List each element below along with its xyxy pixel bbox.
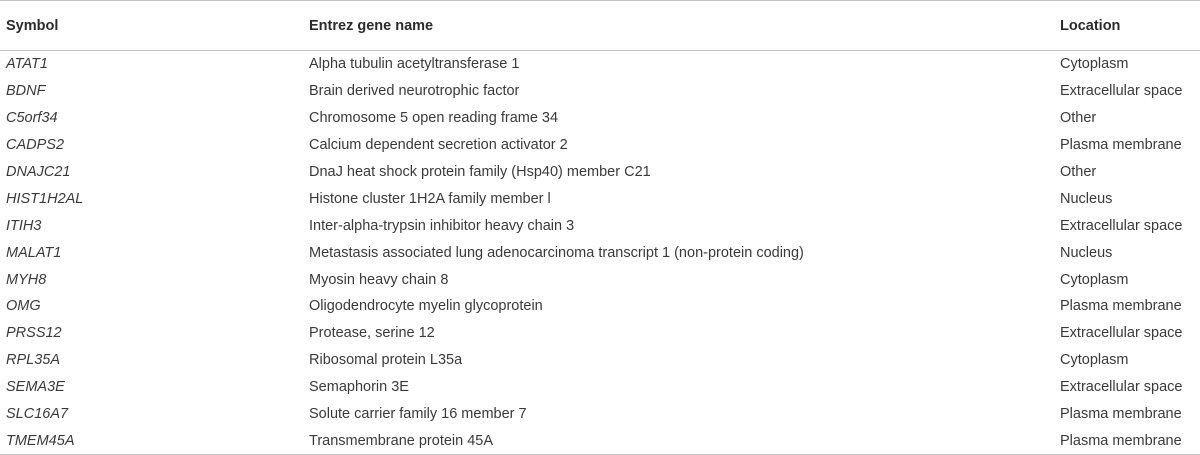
table-row: MYH8 Myosin heavy chain 8 Cytoplasm — [0, 266, 1200, 293]
cell-location: Plasma membrane — [1060, 406, 1182, 423]
header-row: Symbol Entrez gene name Location — [0, 0, 1200, 51]
header-gene-name: Entrez gene name — [303, 0, 1060, 51]
cell-symbol: MYH8 — [6, 271, 47, 288]
table-row: HIST1H2AL Histone cluster 1H2A family me… — [0, 185, 1200, 212]
cell-gene-name: Alpha tubulin acetyltransferase 1 — [309, 56, 520, 73]
cell-symbol: HIST1H2AL — [6, 190, 84, 207]
cell-location: Plasma membrane — [1060, 137, 1182, 154]
cell-gene-name: Protease, serine 12 — [309, 325, 435, 342]
table-row: MALAT1 Metastasis associated lung adenoc… — [0, 239, 1200, 266]
table-row: ATAT1 Alpha tubulin acetyltransferase 1 … — [0, 51, 1200, 78]
cell-location: Plasma membrane — [1060, 427, 1200, 455]
cell-gene-name: Myosin heavy chain 8 — [309, 271, 449, 288]
cell-location: Extracellular space — [1060, 217, 1183, 234]
cell-location: Cytoplasm — [1060, 56, 1129, 73]
header-location: Location — [1060, 0, 1200, 51]
cell-gene-name: Brain derived neurotrophic factor — [309, 83, 520, 100]
table-row: RPL35A Ribosomal protein L35a Cytoplasm — [0, 347, 1200, 374]
cell-symbol: BDNF — [6, 83, 46, 100]
table-row: OMG Oligodendrocyte myelin glycoprotein … — [0, 293, 1200, 320]
table-row: PRSS12 Protease, serine 12 Extracellular… — [0, 320, 1200, 347]
cell-symbol: ITIH3 — [6, 217, 42, 234]
table-row: CADPS2 Calcium dependent secretion activ… — [0, 132, 1200, 159]
cell-location: Nucleus — [1060, 190, 1113, 207]
table-row: C5orf34 Chromosome 5 open reading frame … — [0, 105, 1200, 132]
header-symbol: Symbol — [0, 0, 303, 51]
table-row: TMEM45A Transmembrane protein 45A Plasma… — [0, 427, 1200, 455]
cell-symbol: RPL35A — [6, 352, 61, 369]
cell-symbol: MALAT1 — [6, 244, 62, 261]
cell-symbol: PRSS12 — [6, 325, 62, 342]
table-header: Symbol Entrez gene name Location — [0, 0, 1200, 51]
cell-gene-name: Ribosomal protein L35a — [309, 352, 463, 369]
cell-symbol: CADPS2 — [6, 137, 65, 154]
table-row: DNAJC21 DnaJ heat shock protein family (… — [0, 159, 1200, 186]
cell-symbol: SEMA3E — [6, 379, 65, 396]
cell-location: Extracellular space — [1060, 83, 1183, 100]
cell-symbol: C5orf34 — [6, 110, 58, 127]
cell-gene-name: Inter-alpha-trypsin inhibitor heavy chai… — [309, 217, 575, 234]
cell-gene-name: Metastasis associated lung adenocarcinom… — [309, 244, 804, 261]
cell-symbol: ATAT1 — [6, 56, 48, 73]
cell-gene-name: Solute carrier family 16 member 7 — [309, 406, 527, 423]
table-row: SLC16A7 Solute carrier family 16 member … — [0, 401, 1200, 428]
cell-symbol: SLC16A7 — [6, 406, 69, 423]
cell-location: Cytoplasm — [1060, 352, 1129, 369]
cell-location: Other — [1060, 164, 1097, 180]
cell-gene-name: Transmembrane protein 45A — [303, 427, 1060, 455]
table-row: SEMA3E Semaphorin 3E Extracellular space — [0, 374, 1200, 401]
cell-symbol: TMEM45A — [0, 427, 303, 455]
cell-location: Nucleus — [1060, 244, 1113, 261]
cell-gene-name: DnaJ heat shock protein family (Hsp40) m… — [309, 164, 651, 180]
cell-symbol: DNAJC21 — [6, 164, 71, 180]
table-row: BDNF Brain derived neurotrophic factor E… — [0, 78, 1200, 105]
cell-gene-name: Chromosome 5 open reading frame 34 — [309, 110, 559, 127]
cell-location: Extracellular space — [1060, 325, 1183, 342]
cell-gene-name: Calcium dependent secretion activator 2 — [309, 137, 568, 154]
cell-location: Other — [1060, 110, 1097, 127]
cell-gene-name: Semaphorin 3E — [309, 379, 409, 396]
cell-location: Plasma membrane — [1060, 298, 1182, 315]
cell-symbol: OMG — [6, 298, 41, 315]
cell-gene-name: Oligodendrocyte myelin glycoprotein — [309, 298, 543, 315]
cell-gene-name: Histone cluster 1H2A family member l — [309, 190, 551, 207]
table-body: ATAT1 Alpha tubulin acetyltransferase 1 … — [0, 51, 1200, 455]
cell-location: Cytoplasm — [1060, 271, 1129, 288]
cell-location: Extracellular space — [1060, 379, 1183, 396]
table-row: ITIH3 Inter-alpha-trypsin inhibitor heav… — [0, 212, 1200, 239]
